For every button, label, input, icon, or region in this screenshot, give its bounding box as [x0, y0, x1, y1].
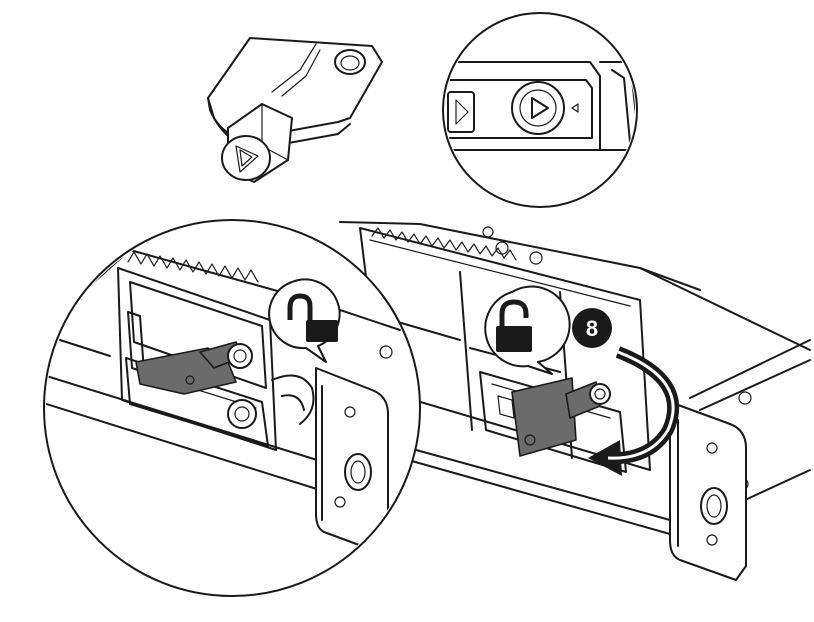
- unlock-callout-right: [484, 285, 571, 375]
- step-badge: 8: [572, 308, 612, 348]
- eject-detail-callout: [442, 12, 638, 208]
- rotate-arrow-icon: [588, 346, 680, 476]
- server-chassis: 8: [339, 221, 811, 581]
- lock-detail-magnifier: [43, 219, 421, 597]
- step-number: 8: [586, 316, 598, 341]
- inserted-key: [511, 377, 577, 457]
- eject-icon: [531, 97, 549, 119]
- tray-key: [207, 37, 383, 183]
- unlock-icon: [287, 293, 338, 342]
- unlock-callout-left: [268, 278, 341, 363]
- unlock-icon: [496, 299, 532, 352]
